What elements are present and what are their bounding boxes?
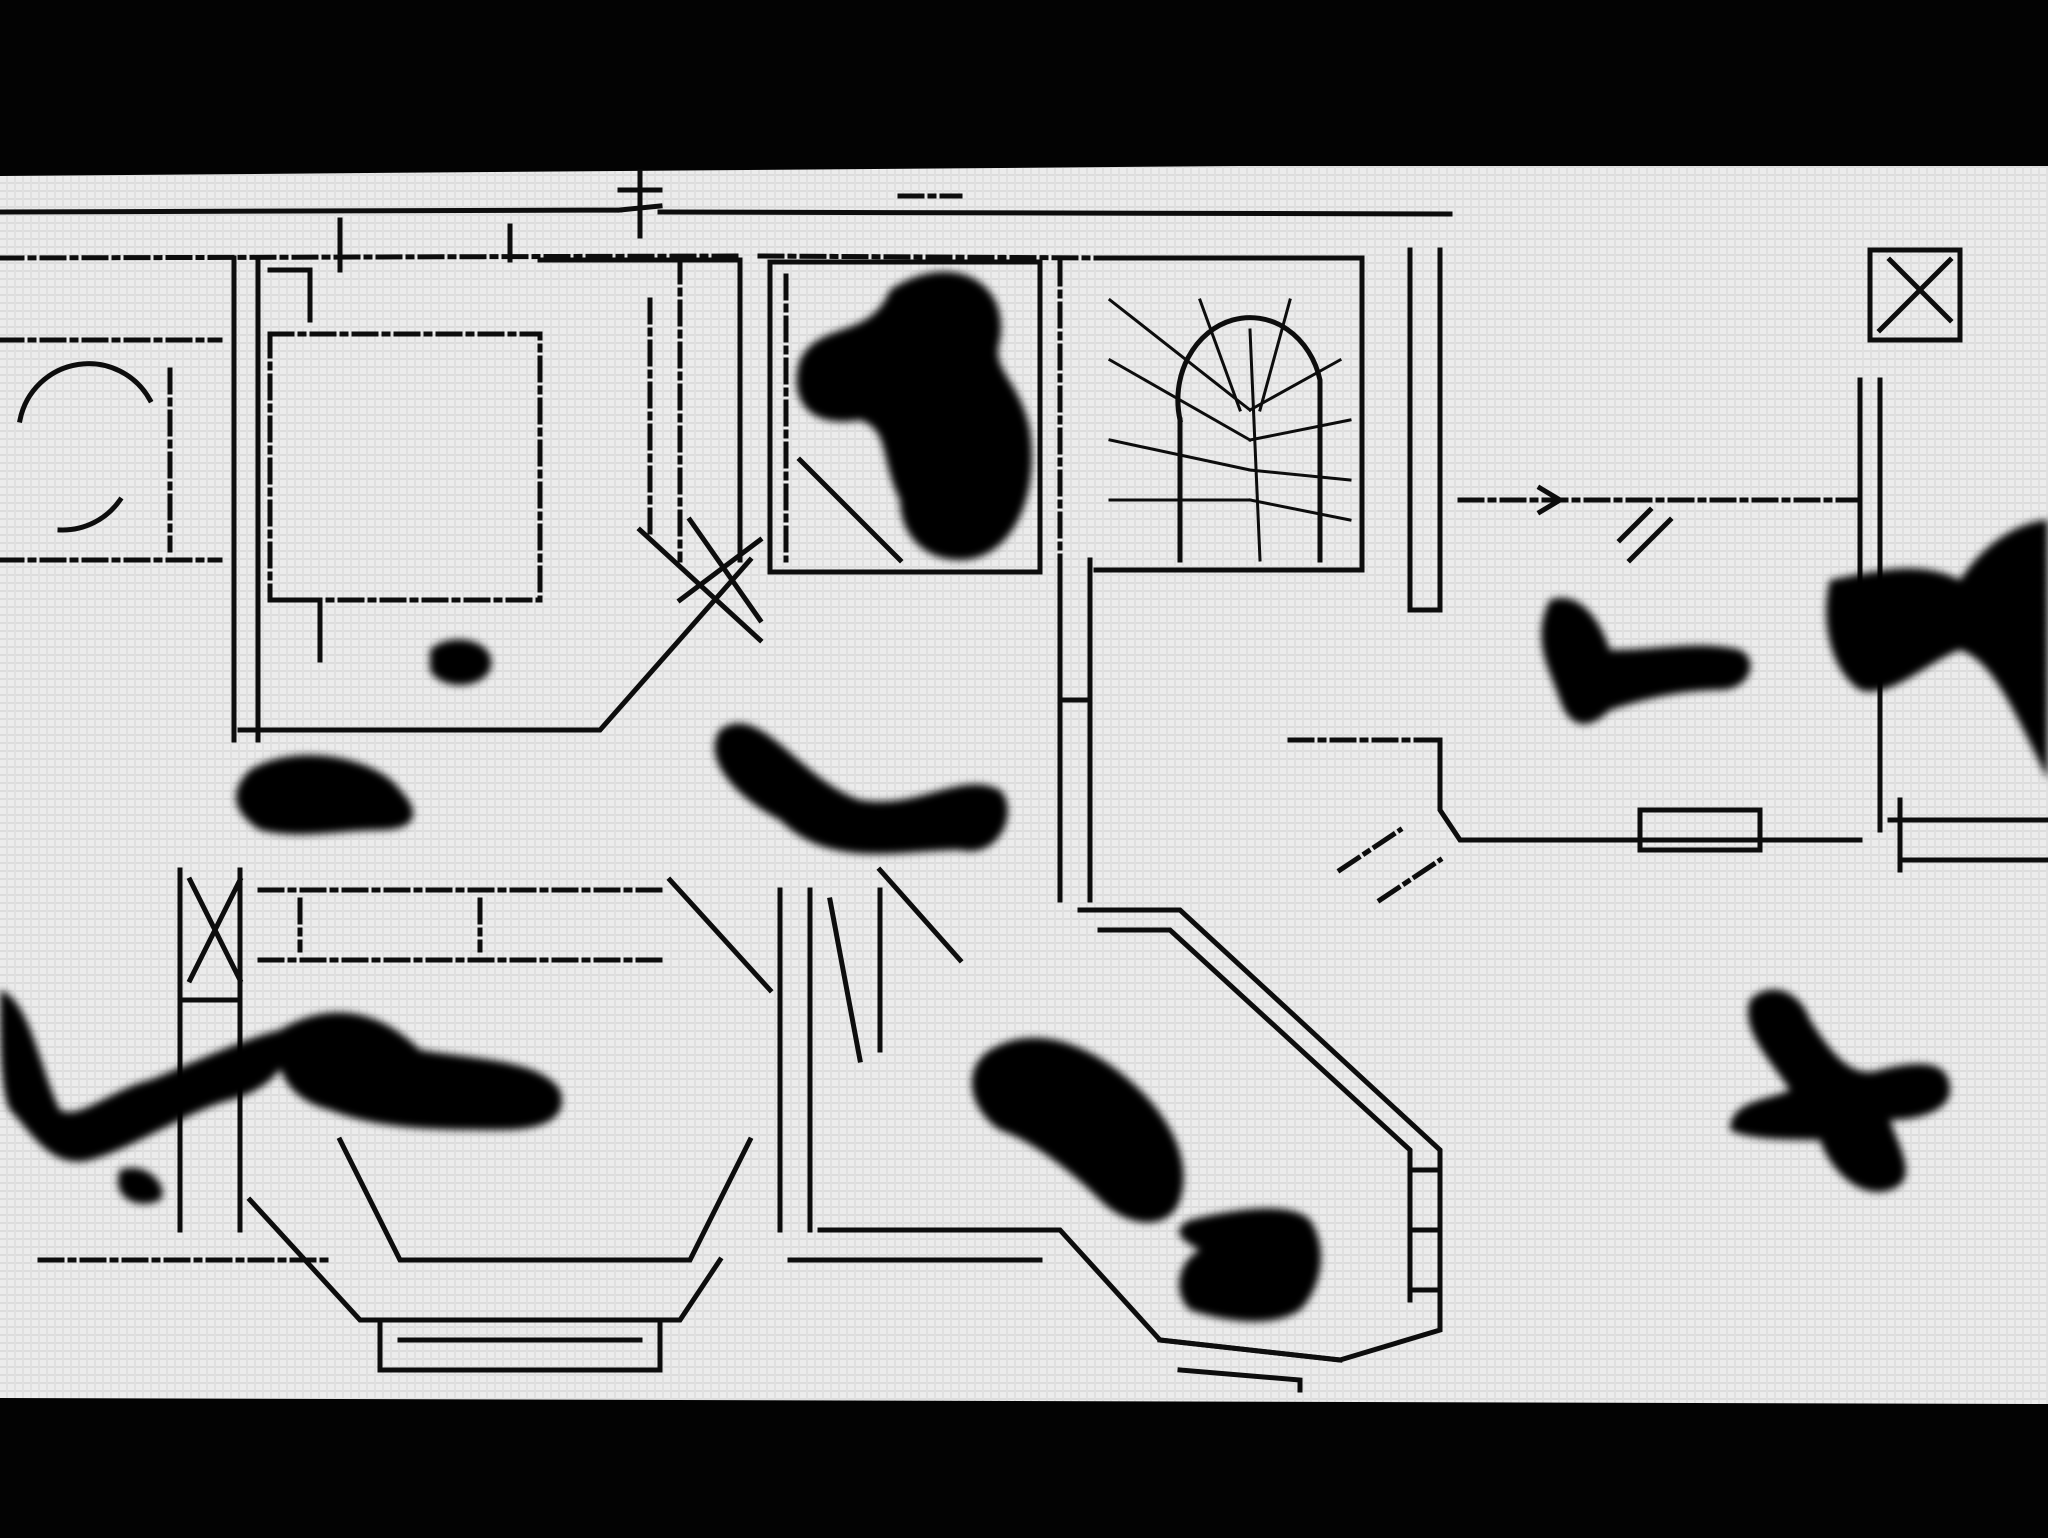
center-bay-wall xyxy=(817,907,1443,1363)
lower-left-window xyxy=(257,887,663,963)
stair-box xyxy=(1093,255,1365,573)
bedroom-left-wall xyxy=(231,255,261,743)
bottom-window xyxy=(377,1317,663,1373)
round-bath xyxy=(17,361,154,533)
closet-diagonal xyxy=(796,456,904,564)
bedroom-rect xyxy=(267,331,543,603)
blob-left-bar xyxy=(277,1012,562,1130)
stair-right-wall xyxy=(1407,247,1443,613)
blob-right-upper xyxy=(1541,598,1751,724)
bay-bottom-window xyxy=(1157,1337,1343,1393)
blob-far-right xyxy=(1826,520,2048,780)
north-arrow-box xyxy=(1867,247,1963,343)
right-hall-arrow xyxy=(1536,484,1674,564)
blob-left-foot xyxy=(236,755,414,835)
blob-center-hook xyxy=(1179,1208,1321,1322)
bay-window xyxy=(1407,1167,1443,1293)
plan-lines xyxy=(0,169,2048,1393)
lower-left-room xyxy=(336,1136,754,1263)
window-cross xyxy=(186,876,244,984)
bedroom-inner-detail xyxy=(267,267,323,663)
stair-arc xyxy=(1175,315,1323,563)
hall-diagonal-wall xyxy=(237,556,754,733)
blob-center-s xyxy=(971,1037,1184,1223)
blob-hall-arc xyxy=(714,723,1008,854)
marker-blobs xyxy=(0,271,2048,1322)
bottom-dark-band xyxy=(0,1404,2048,1538)
blob-left-dot xyxy=(118,1167,163,1204)
bed-dashed-outline xyxy=(0,337,223,563)
stair-treads xyxy=(1107,297,1352,562)
blob-closet xyxy=(796,271,1032,560)
blob-bedroom-small xyxy=(430,639,492,685)
top-inner-wall xyxy=(0,253,1103,261)
far-right-window xyxy=(1887,797,2048,873)
closet-outline xyxy=(767,259,1043,575)
center-bay-inner xyxy=(787,927,1413,1303)
top-wall-tick xyxy=(337,169,663,273)
top-dark-band xyxy=(0,0,2048,166)
right-room-bottom xyxy=(1437,737,1863,853)
stair-column xyxy=(1057,557,1093,903)
center-diagonal-door xyxy=(666,866,964,1063)
blob-right-lower xyxy=(1730,989,1950,1192)
hall-room-top xyxy=(537,257,743,563)
blob-left-snake xyxy=(0,990,287,1162)
hall-diagonal-cross xyxy=(636,516,764,644)
closet-divider xyxy=(783,259,1063,573)
center-vertical-walls xyxy=(777,887,883,1233)
hall-vertical-dashed xyxy=(647,257,683,563)
right-diag-door xyxy=(1287,737,1444,904)
